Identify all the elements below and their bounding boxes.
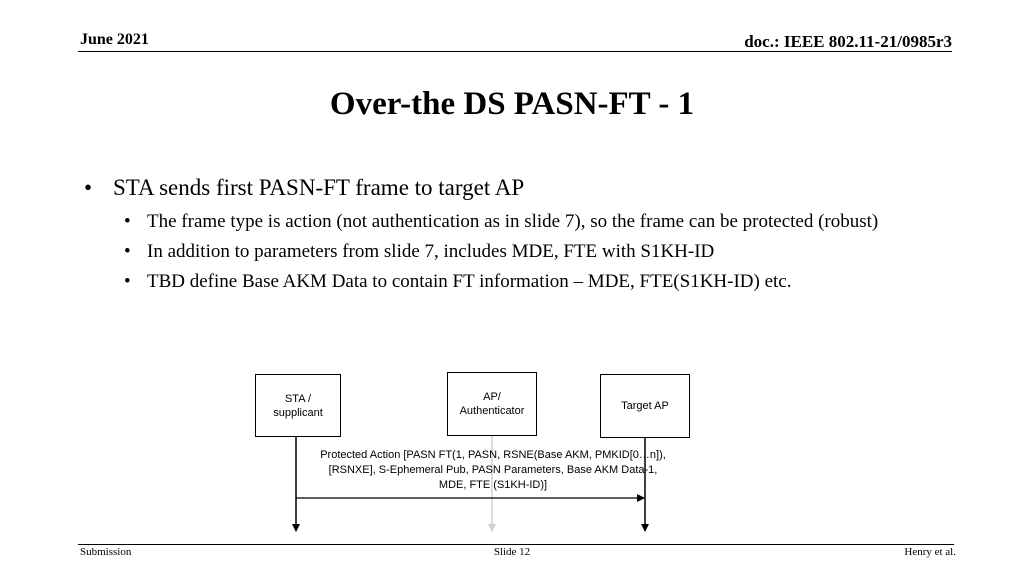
bullet-dot-icon: • [84,175,93,200]
bullet-text: STA sends first PASN-FT frame to target … [113,175,525,200]
sta-supplicant-label: STA / supplicant [273,392,323,419]
bullet-dot-icon: • [124,241,131,262]
bullet-dot-icon: • [124,211,131,232]
sub-bullet-item: • TBD define Base AKM Data to contain FT… [84,269,924,294]
bullet-list: • STA sends first PASN-FT frame to targe… [84,172,924,294]
header-divider [78,51,952,52]
ap-authenticator-box: AP/ Authenticator [447,372,537,436]
footer-divider [78,544,954,545]
sub-bullet-text: The frame type is action (not authentica… [147,211,879,232]
bullet-dot-icon: • [124,271,131,292]
sub-bullet-text: In addition to parameters from slide 7, … [147,241,715,262]
sub-bullet-item: • In addition to parameters from slide 7… [84,239,924,264]
target-ap-box: Target AP [600,374,690,438]
footer-slide-number: Slide 12 [493,546,531,558]
sub-bullet-item: • The frame type is action (not authenti… [84,209,924,234]
message-label: Protected Action [PASN FT(1, PASN, RSNE(… [320,449,666,491]
bullet-item: • STA sends first PASN-FT frame to targe… [84,172,924,204]
slide-title: Over-the DS PASN-FT - 1 [329,86,695,122]
header-date: June 2021 [80,31,149,48]
footer-submission: Submission [80,546,132,558]
header-doc-id: doc.: IEEE 802.11-21/0985r3 [744,32,952,51]
sta-supplicant-box: STA / supplicant [255,374,341,437]
footer-authors: Henry et al. [904,546,956,558]
target-ap-label: Target AP [621,400,669,412]
sub-bullet-text: TBD define Base AKM Data to contain FT i… [147,271,792,292]
ap-authenticator-label: AP/ Authenticator [459,391,525,417]
